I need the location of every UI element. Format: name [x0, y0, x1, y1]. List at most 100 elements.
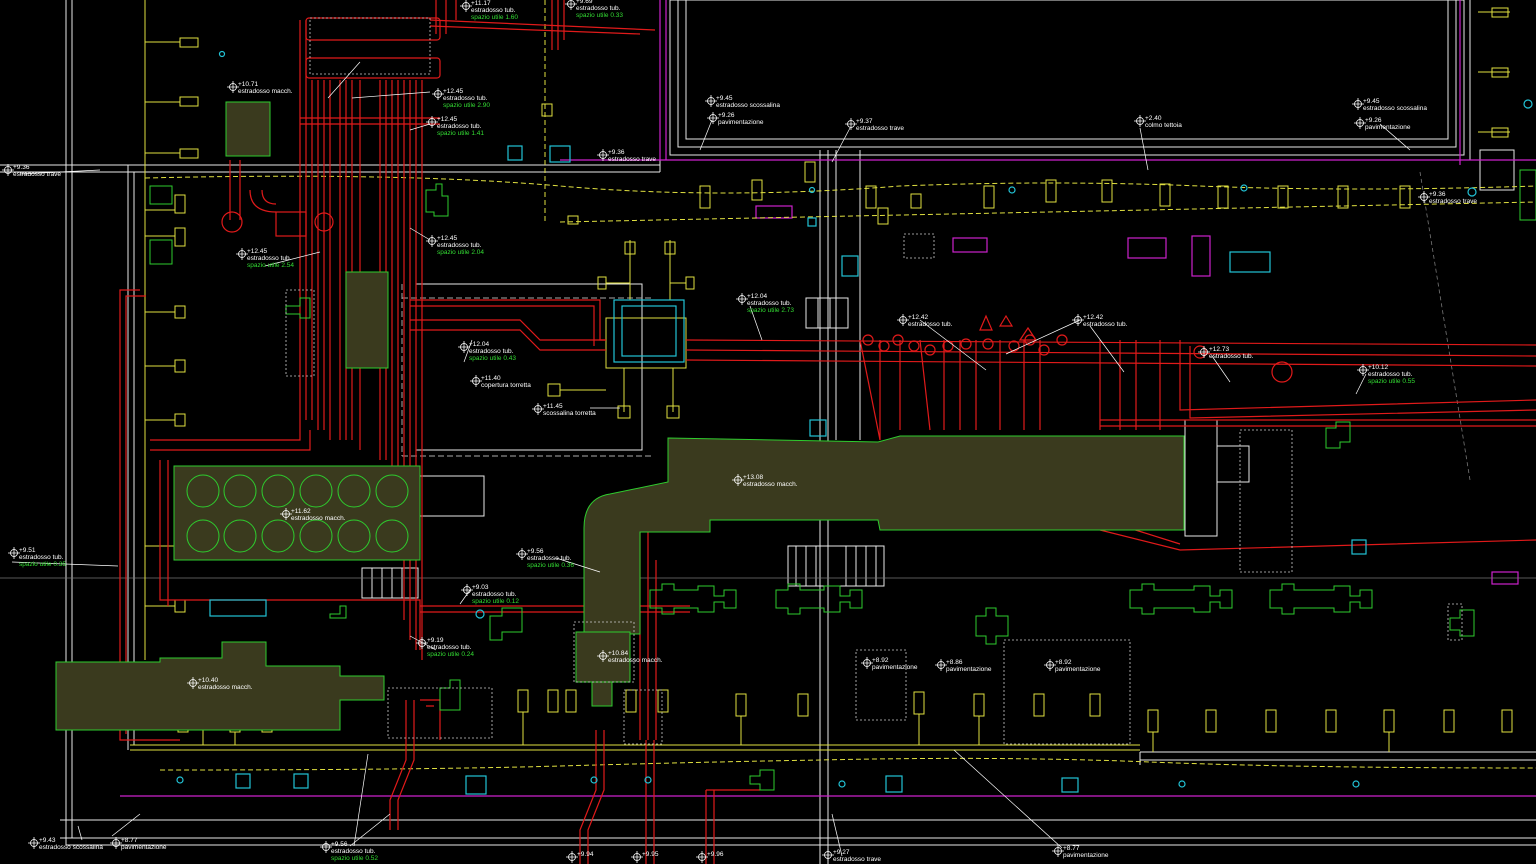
elevation-util: spazio utile 0.33: [576, 12, 623, 19]
elevation-elev: +8.86: [946, 659, 963, 666]
elevation-desc: estradosso tub.: [437, 242, 482, 249]
crosshair-lines: [1134, 115, 1146, 127]
elevation-desc: scossalina torretta: [543, 410, 596, 417]
crosshair-lines: [516, 548, 528, 560]
machine-circles: [186, 474, 409, 553]
crosshair-lines: [1418, 191, 1430, 203]
crosshair-lines: [732, 474, 744, 486]
duct-runs: [130, 0, 1536, 771]
elevation-desc: estradosso tub.: [471, 7, 516, 14]
crosshair-lines: [1052, 845, 1064, 857]
crosshair-lines: [426, 116, 438, 128]
elevation-elev: +11.40: [481, 375, 501, 382]
elevation-elev: +8.77: [1063, 845, 1080, 852]
elevation-elev: +9.56: [527, 548, 544, 555]
crosshair-lines: [597, 650, 609, 662]
elevation-elev: +12.04: [747, 293, 767, 300]
crosshair-lines: [110, 837, 122, 849]
crosshair-lines: [1044, 659, 1056, 671]
elevation-label[interactable]: +9.96: [696, 851, 724, 863]
elevation-label[interactable]: +9.94: [566, 851, 594, 863]
elevation-desc: estradosso tub.: [443, 95, 488, 102]
crosshair-lines: [736, 293, 748, 305]
elevation-elev: +10.84: [608, 650, 628, 657]
elevation-desc: estradosso macch.: [743, 481, 798, 488]
elevation-desc: estradosso macch.: [238, 88, 293, 95]
elevation-label[interactable]: +9.95: [631, 851, 659, 863]
elevation-desc: copertura torretta: [481, 382, 531, 389]
elevation-desc: estradosso scossalina: [39, 844, 103, 851]
elevation-desc: estradosso trave: [856, 125, 904, 132]
elevation-elev: +9.69: [576, 0, 593, 5]
crosshair-lines: [320, 841, 332, 853]
elevation-desc: estradosso tub.: [469, 348, 514, 355]
crosshair-lines: [1354, 117, 1366, 129]
elevation-util: spazio utile 0.55: [1368, 378, 1415, 385]
elevation-util: spazio utile 1.60: [471, 14, 518, 21]
crosshair-lines: [227, 81, 239, 93]
elevation-desc: estradosso tub.: [247, 255, 292, 262]
elevation-util: spazio utile 1.41: [437, 130, 484, 137]
crosshair-lines: [1357, 364, 1369, 376]
crosshair-lines: [565, 0, 577, 10]
elevation-desc: estradosso tub.: [747, 300, 792, 307]
elevation-elev: +8.77: [121, 837, 138, 844]
elevation-elev: +11.62: [291, 508, 311, 515]
crosshair-lines: [458, 341, 470, 353]
elevation-desc: estradosso macch.: [608, 657, 663, 664]
elevation-elev: +9.19: [427, 637, 444, 644]
elevation-elev: +9.36: [13, 164, 30, 171]
elevation-desc: estradosso macch.: [291, 515, 346, 522]
crosshair-lines: [461, 584, 473, 596]
elevation-elev: +9.37: [856, 118, 873, 125]
crosshair-lines: [187, 677, 199, 689]
elevation-desc: estradosso trave: [608, 156, 656, 163]
crosshair-lines: [705, 95, 717, 107]
elevation-desc: pavimentazione: [121, 844, 167, 851]
elevation-desc: estradosso tub.: [908, 321, 953, 328]
elevation-elev: +9.56: [331, 841, 348, 848]
